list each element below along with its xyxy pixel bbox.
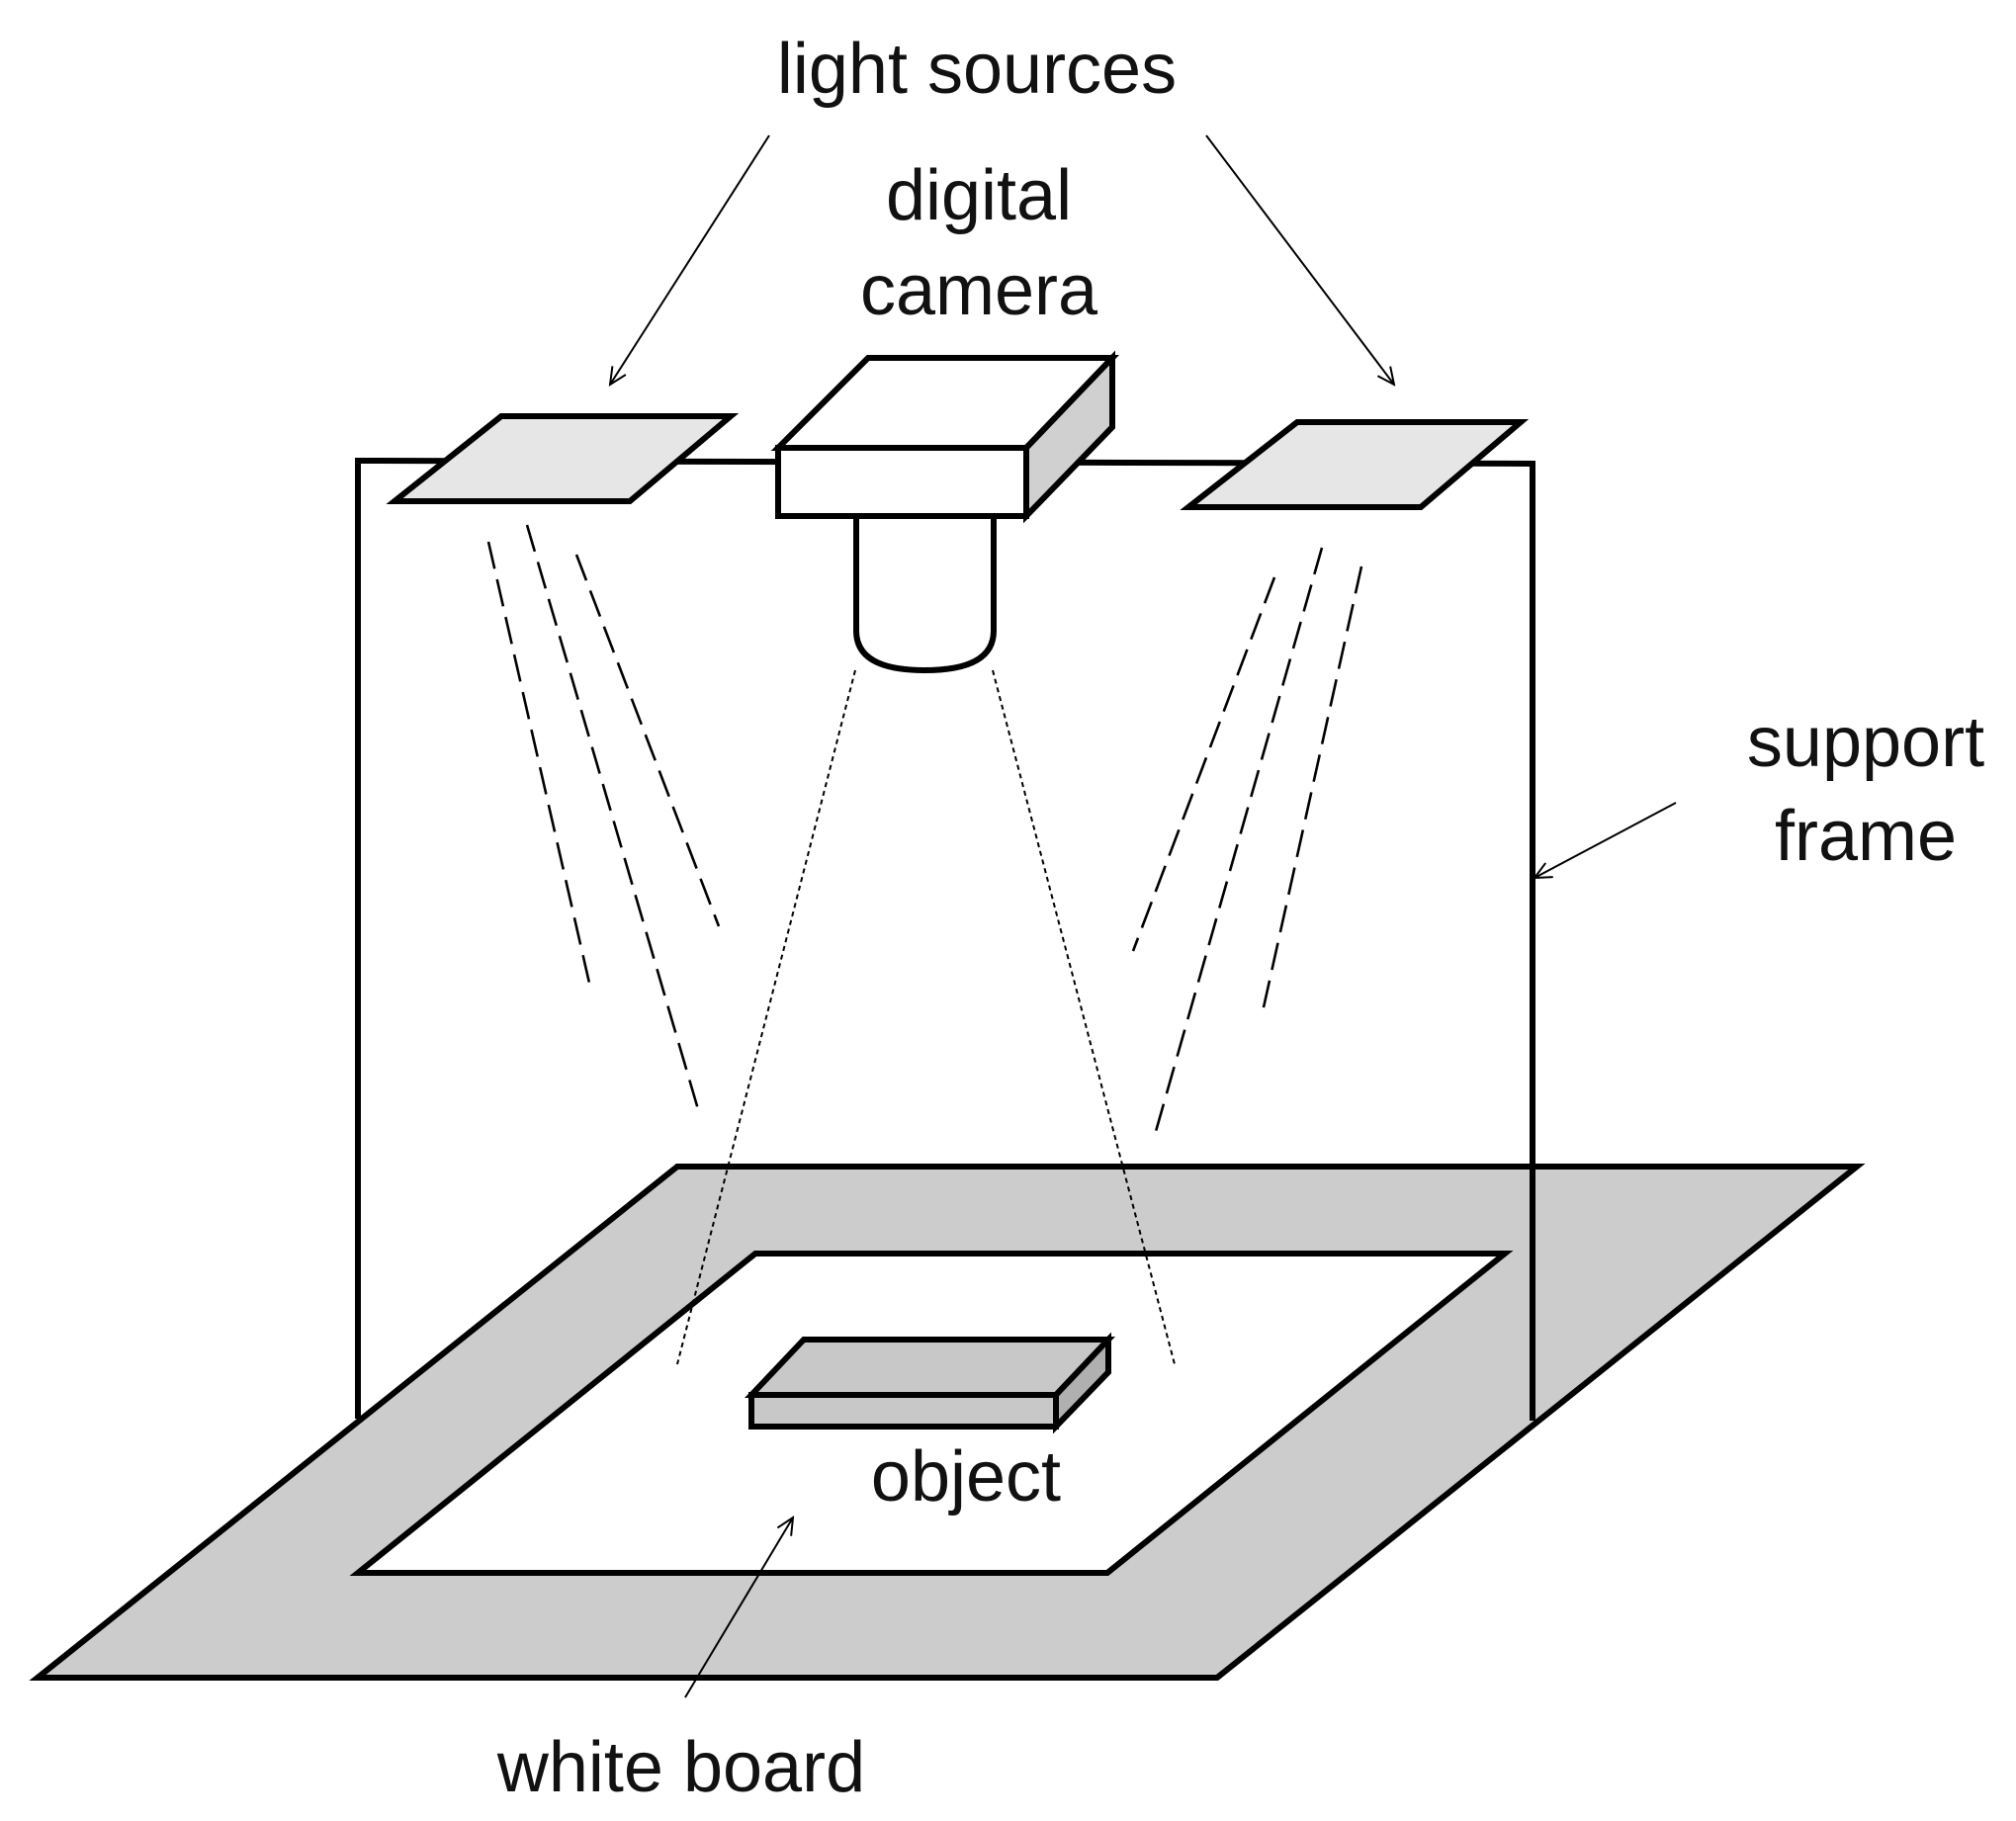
light-ray-left-2 [525,524,700,1110]
object-front [748,1392,1059,1430]
arrow-white-board [684,1518,793,1698]
camera-body-front [775,445,1029,519]
camera-lens [853,511,997,674]
label-digital-camera-line1: digital [886,156,1072,235]
object-top [745,1337,1115,1398]
object-block [745,1332,1115,1434]
light-source-left [386,413,740,504]
label-support-frame-line2: frame [1775,797,1957,876]
light-ray-right-3 [1260,565,1363,1017]
camera-view-line-right [992,669,1176,1365]
light-ray-left-3 [574,554,721,927]
label-light-sources: light sources [777,30,1177,109]
label-support-frame-line1: support [1747,703,1984,782]
digital-camera [770,350,1120,674]
light-ray-right-2 [1153,547,1324,1136]
label-digital-camera-line2: camera [860,251,1098,330]
light-source-right [1180,419,1530,510]
arrow-support-frame [1534,802,1677,878]
camera-view-line-left [676,669,856,1365]
light-ray-left-1 [486,541,593,993]
light-ray-right-1 [1131,576,1276,952]
label-object: object [871,1437,1061,1517]
arrow-light-sources-right [1205,134,1394,385]
arrow-light-sources-left [610,134,770,385]
label-white-board: white board [496,1728,865,1807]
